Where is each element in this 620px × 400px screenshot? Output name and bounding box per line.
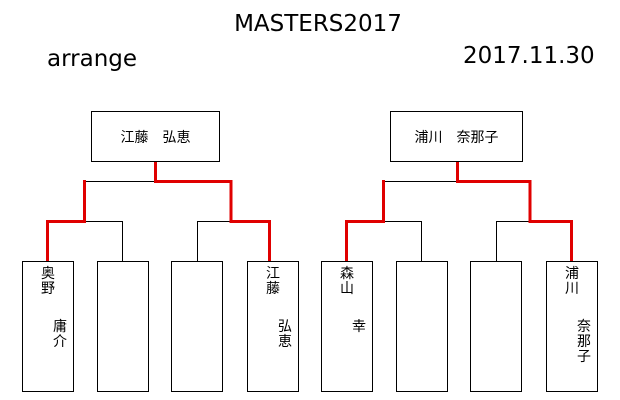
player-surname: 森山	[340, 266, 354, 297]
player-given-name: 幸	[352, 319, 366, 335]
tournament-date: 2017.11.30	[463, 43, 595, 69]
left-first-pair-bracket	[47, 221, 123, 261]
left-winner-path-b	[154, 160, 271, 262]
left-bracket-winner-lines	[46, 160, 271, 262]
left-player-box-3	[171, 261, 223, 392]
left-champion-box: 江藤 弘恵	[91, 111, 220, 162]
right-first-pair-bracket	[346, 221, 422, 261]
left-player-box-2	[97, 261, 149, 392]
right-winner-path-a	[345, 180, 385, 262]
left-upper-connector	[84, 181, 155, 221]
player-given-name: 庸介	[53, 319, 67, 350]
right-upper-connector	[383, 181, 457, 221]
player-given-name: 弘恵	[278, 319, 292, 350]
left-player-box-4: 江藤 弘恵	[247, 261, 299, 392]
tournament-title: MASTERS2017	[234, 11, 402, 37]
right-player-box-4: 浦川 奈那子	[546, 261, 598, 392]
right-player-box-1: 森山 幸	[321, 261, 373, 392]
left-winner-path-a	[46, 180, 86, 262]
player-surname: 江藤	[266, 266, 280, 297]
tournament-subtitle: arrange	[47, 46, 138, 72]
right-champion-box: 浦川 奈那子	[390, 111, 523, 162]
right-winner-path-b	[456, 160, 573, 262]
right-bracket-winner-lines	[345, 160, 573, 262]
right-player-box-3	[470, 261, 522, 392]
right-second-pair-bracket	[496, 221, 530, 261]
left-player-box-1: 奥野 庸介	[22, 261, 74, 392]
player-given-name: 奈那子	[577, 319, 591, 365]
player-surname: 奥野	[41, 266, 55, 297]
player-surname: 浦川	[565, 266, 579, 297]
right-player-box-2	[396, 261, 448, 392]
left-second-pair-bracket	[197, 221, 231, 261]
